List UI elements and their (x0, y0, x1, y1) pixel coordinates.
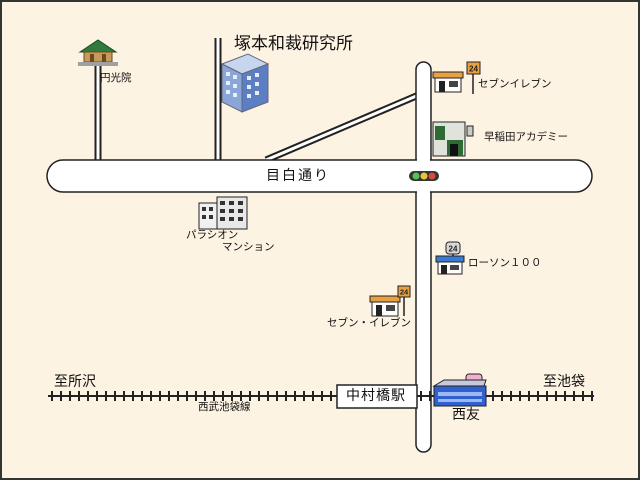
supermarket-icon (432, 373, 487, 407)
road-network (46, 38, 593, 453)
palacion-label-line1: パラシオン (186, 229, 239, 241)
convenience-store-icon-lawson: 24 (435, 241, 465, 275)
lawson-label: ローソン１００ (468, 257, 542, 269)
seven-eleven-lower-label: セブン・イレブン (327, 317, 411, 329)
temple-icon (78, 39, 118, 66)
mejiro-dori-road (46, 159, 593, 193)
railway-line-label: 西武池袋線 (198, 401, 251, 413)
seven-eleven-top-label: セブンイレブン (478, 78, 552, 90)
direction-east-label: 至池袋 (543, 374, 585, 390)
mejiro-dori-label: 目白通り (266, 168, 330, 184)
palacion-label-line2: マンション (222, 241, 275, 253)
waseda-academy-label: 早稲田アカデミー (484, 131, 568, 143)
store-badge: 24 (469, 65, 478, 74)
station-box (336, 384, 418, 409)
school-building-icon (432, 121, 474, 157)
store-badge: 24 (400, 288, 409, 297)
station-label: 中村橋駅 (346, 388, 406, 404)
temple-label: 円光院 (100, 72, 132, 84)
seiyu-label: 西友 (452, 407, 480, 423)
office-building-icon (220, 53, 270, 113)
map-title: 塚本和裁研究所 (234, 34, 353, 54)
convenience-store-icon-seven-lower: 24 (369, 285, 411, 317)
railway (48, 391, 594, 401)
apartment-icon (198, 196, 248, 230)
direction-west-label: 至所沢 (54, 374, 96, 390)
traffic-light-icon (409, 171, 439, 181)
store-badge: 24 (449, 245, 458, 254)
convenience-store-icon-seven-top: 24 (432, 61, 481, 94)
